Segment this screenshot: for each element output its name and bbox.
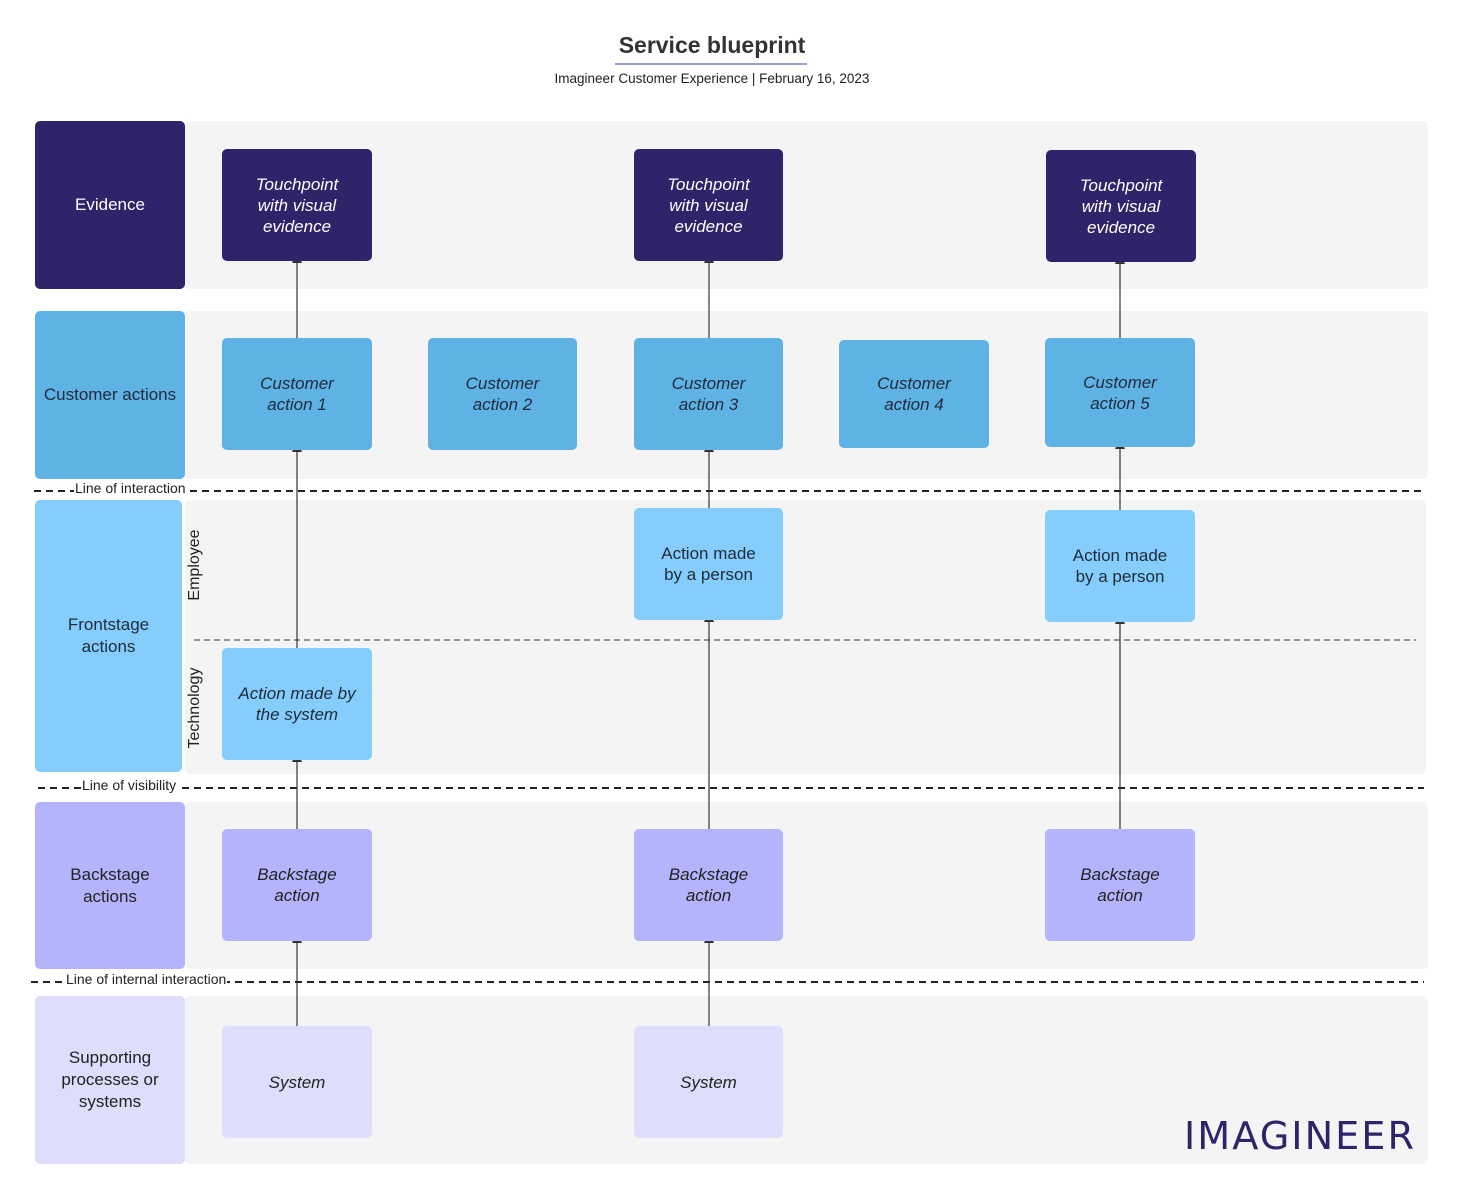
- support-band: [185, 996, 1428, 1164]
- backstage-action-node: Backstage action: [1045, 829, 1195, 941]
- technology-action-node: Action made by the system: [222, 648, 372, 760]
- backstage-action-node: Backstage action: [222, 829, 372, 941]
- page-title: Service blueprint: [618, 32, 806, 58]
- evidence-node: Touchpoint with visual evidence: [1046, 150, 1196, 262]
- line-of-visibility-label: Line of visibility: [81, 777, 178, 793]
- title-underline: [615, 63, 807, 65]
- customer-action-node: Customer action 4: [839, 340, 989, 448]
- customer-band: [185, 311, 1428, 479]
- lane-customer-actions: Customer actions: [35, 311, 185, 479]
- evidence-band: [185, 121, 1428, 289]
- system-node: System: [634, 1026, 783, 1138]
- employee-action-node: Action made by a person: [1045, 510, 1195, 622]
- line-of-interaction-label: Line of interaction: [74, 480, 187, 496]
- system-node: System: [222, 1026, 372, 1138]
- customer-action-node: Customer action 5: [1045, 338, 1195, 447]
- line-of-internal-interaction-label: Line of internal interaction: [65, 971, 228, 987]
- frontstage-band: [185, 500, 1426, 774]
- lane-supporting-processes: Supporting processes or systems: [35, 996, 185, 1164]
- customer-action-node: Customer action 2: [428, 338, 577, 450]
- backstage-action-node: Backstage action: [634, 829, 783, 941]
- employee-action-node: Action made by a person: [634, 508, 783, 620]
- page-subtitle: Imagineer Customer Experience | February…: [554, 71, 870, 86]
- customer-action-node: Customer action 3: [634, 338, 783, 450]
- customer-action-node: Customer action 1: [222, 338, 372, 450]
- svg-text:IMAGINEER: IMAGINEER: [1184, 1114, 1416, 1155]
- evidence-node: Touchpoint with visual evidence: [222, 149, 372, 261]
- backstage-band: [185, 802, 1428, 969]
- lane-evidence: Evidence: [35, 121, 185, 289]
- lane-backstage-actions: Backstage actions: [35, 802, 185, 969]
- lane-frontstage-actions: Frontstage actions: [35, 500, 182, 772]
- imagineer-logo: IMAGINEER: [1184, 1114, 1416, 1155]
- evidence-node: Touchpoint with visual evidence: [634, 149, 783, 261]
